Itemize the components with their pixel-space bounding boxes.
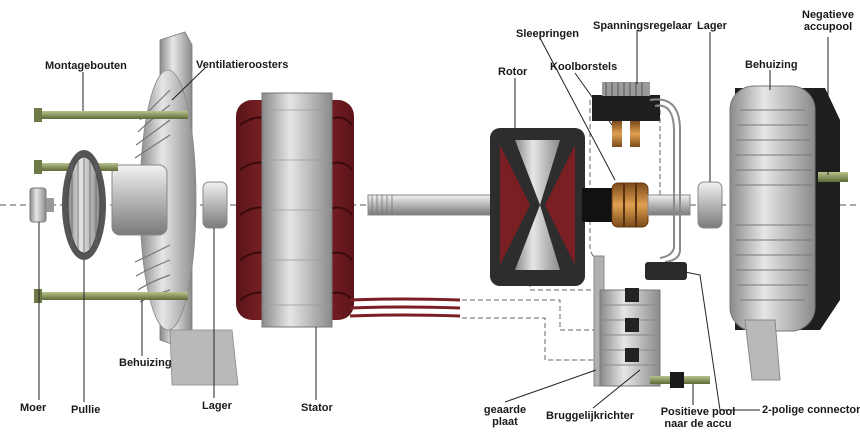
nut xyxy=(29,187,54,223)
label-bruggelijkrichter: Bruggelijkrichter xyxy=(546,410,635,422)
voltage-regulator xyxy=(592,82,660,121)
label-lager-left: Lager xyxy=(202,400,232,412)
front-housing xyxy=(111,31,239,386)
label-negatieve-line1: Negatieve xyxy=(802,9,854,21)
label-geaarde-plaat: geaarde plaat xyxy=(478,404,532,428)
label-pullie: Pullie xyxy=(71,404,101,416)
label-sleepringen: Sleepringen xyxy=(516,28,579,40)
label-rotor: Rotor xyxy=(498,66,528,78)
label-positieve-line2: naar de accu xyxy=(664,418,732,430)
leader-lines xyxy=(38,30,829,411)
label-geaarde-line1: geaarde xyxy=(483,404,527,416)
positive-terminal xyxy=(650,372,710,388)
pulley xyxy=(62,150,106,260)
label-koolborstels: Koolborstels xyxy=(550,61,618,73)
label-lager-right: Lager xyxy=(697,20,727,32)
regulator-wires xyxy=(649,98,681,263)
label-positieve-pool: Positieve pool naar de accu xyxy=(652,406,744,430)
label-spanningsregelaar: Spanningsregelaar xyxy=(593,20,693,32)
label-negatieve-accupool: Negatieve accupool xyxy=(797,9,859,33)
rear-bearing xyxy=(697,181,723,229)
label-montagebouten: Montagebouten xyxy=(45,60,127,72)
label-stator: Stator xyxy=(301,402,333,414)
carbon-brushes xyxy=(612,121,640,147)
label-2-polige-connector: 2-polige connector xyxy=(762,404,860,416)
rear-housing xyxy=(729,85,848,381)
label-positieve-line1: Positieve pool xyxy=(660,406,736,418)
stator xyxy=(236,92,461,328)
label-behuizing-right: Behuizing xyxy=(745,59,798,71)
label-behuizing-left: Behuizing xyxy=(119,357,172,369)
label-ventilatieroosters: Ventilatieroosters xyxy=(196,59,289,71)
rotor xyxy=(367,128,691,286)
front-bearing xyxy=(202,181,228,229)
label-geaarde-line2: plaat xyxy=(492,416,518,428)
label-moer: Moer xyxy=(20,402,47,414)
label-negatieve-line2: accupool xyxy=(803,21,853,33)
bridge-rectifier xyxy=(593,255,687,387)
